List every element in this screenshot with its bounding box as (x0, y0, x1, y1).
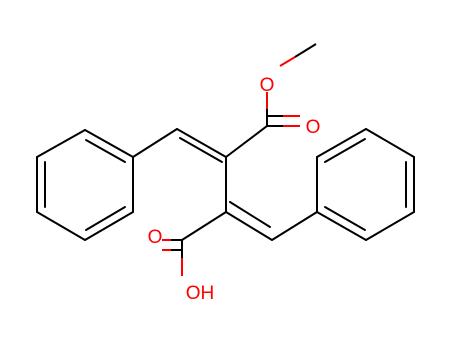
left-phenyl-ring (36, 129, 134, 241)
ester-group (266, 43, 317, 127)
bond-ring-to-vinyl-left (132, 128, 178, 158)
hydroxyl-label: OH (186, 283, 215, 304)
double-bond-left-inner (179, 137, 223, 163)
double-bond-left-outer (176, 128, 227, 158)
acid-carbonyl-oxygen-label: O (148, 227, 163, 248)
acid-group (162, 239, 183, 276)
bond-vinyl-to-ring-right (271, 211, 318, 241)
double-bond-right-outer (225, 211, 273, 241)
bond-to-ester-carbon (225, 125, 268, 158)
right-phenyl-ring (316, 128, 415, 241)
bond-to-acid-carbon (181, 211, 227, 241)
carbon-skeleton (36, 125, 415, 241)
ester-ether-oxygen-label: O (260, 75, 275, 96)
double-bond-right-inner (229, 201, 271, 228)
ester-carbonyl-oxygen-label: O (306, 117, 321, 138)
